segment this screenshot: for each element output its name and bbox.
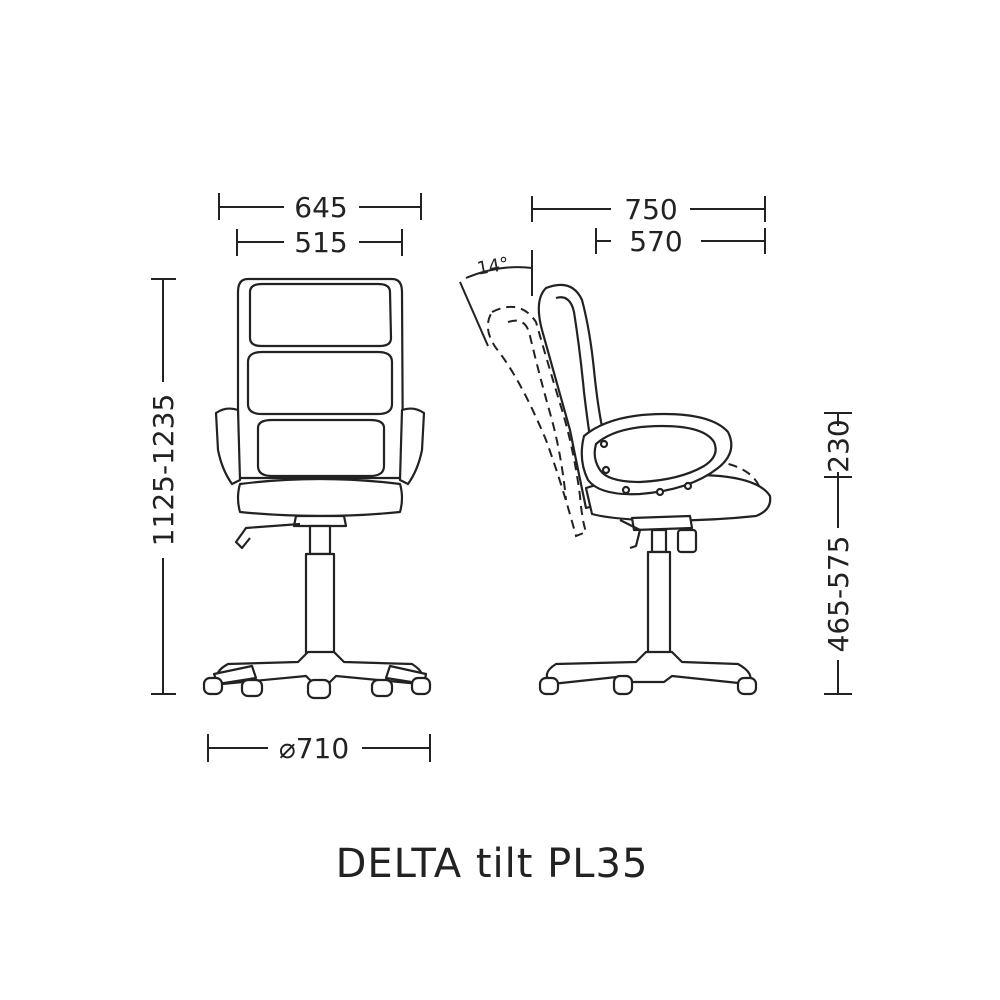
side-armrest-bolts — [599, 439, 693, 497]
front-backrest-pad-top — [248, 282, 393, 348]
front-base — [216, 650, 424, 686]
model-name: DELTA tilt PL35 — [336, 841, 649, 887]
front-gas-lift-top — [308, 524, 332, 556]
seat-height-label: 465-575 — [822, 536, 855, 653]
front-seat — [236, 477, 404, 518]
side-depth-dimension: 750 — [531, 193, 766, 226]
side-tension-knob — [676, 528, 698, 554]
front-caster-left — [202, 676, 224, 696]
side-seat-depth-dimension: 570 — [595, 225, 766, 258]
front-width-label: 645 — [294, 191, 347, 224]
side-gas-lift-top — [650, 528, 668, 554]
front-height-label: 1125-1235 — [147, 394, 180, 547]
front-backrest-pad-bottom — [256, 418, 386, 478]
front-caster-right — [410, 676, 432, 696]
side-depth-label: 750 — [624, 193, 677, 226]
front-tilt-lever — [234, 522, 301, 550]
front-armrest-left — [214, 407, 242, 486]
front-width-dimension: 645 — [218, 191, 422, 224]
front-armrest-right — [398, 407, 426, 486]
tilt-angle-label: 14° — [476, 253, 511, 279]
side-caster-right — [736, 676, 758, 696]
front-caster-mid-right — [370, 678, 394, 698]
front-mechanism — [292, 514, 348, 528]
side-seat-depth-label: 570 — [629, 225, 682, 258]
front-gas-lift-cylinder — [304, 552, 336, 660]
armrest-height-label: 230 — [822, 419, 855, 472]
front-seat-width-dimension: 515 — [236, 226, 403, 259]
side-reclined-backrest-inner — [507, 319, 567, 501]
side-armrest — [580, 412, 733, 496]
front-caster-mid-left — [240, 678, 264, 698]
front-backrest-pad-middle — [246, 350, 394, 416]
side-view-chair — [486, 283, 772, 696]
side-caster-center — [612, 674, 634, 696]
seat-height-dimension: 465-575 — [822, 528, 855, 660]
side-mechanism — [630, 514, 694, 532]
side-gas-lift-cylinder — [646, 550, 672, 660]
base-diameter-label: ⌀710 — [279, 732, 349, 765]
front-height-dimension: 1125-1235 — [147, 278, 180, 695]
side-tilt-knob — [619, 519, 642, 550]
front-caster-center — [306, 678, 332, 700]
side-armrest-inner — [593, 424, 717, 484]
front-view-chair — [202, 277, 432, 700]
side-caster-left — [538, 676, 560, 696]
side-backrest-inner — [555, 296, 594, 451]
side-reclined-backrest — [486, 305, 588, 538]
base-diameter-dimension: ⌀710 — [207, 732, 431, 765]
front-seat-width-label: 515 — [294, 226, 347, 259]
tilt-angle-dimension: 14° — [459, 250, 533, 347]
side-base — [545, 650, 752, 686]
